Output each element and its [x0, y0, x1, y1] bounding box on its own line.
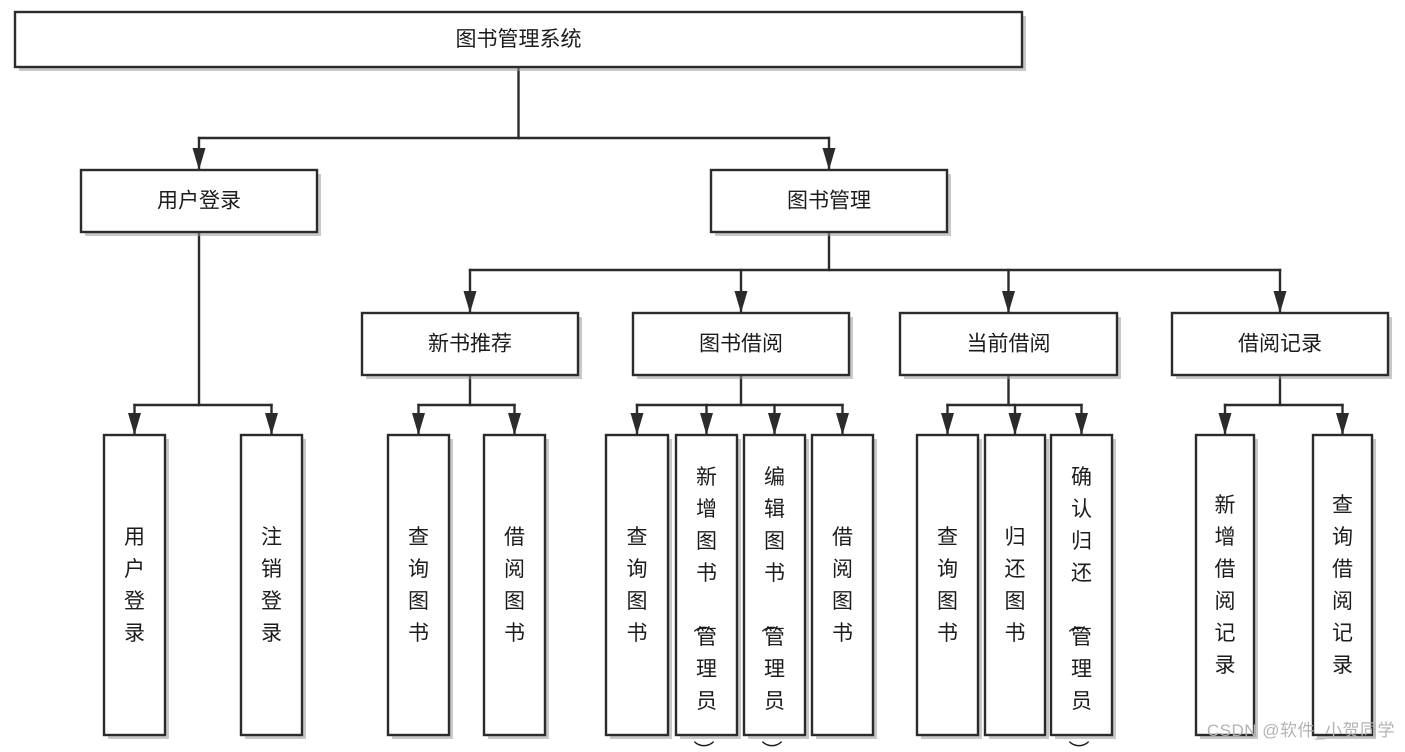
new-book-recommend-label: 新书推荐: [428, 333, 512, 356]
book-borrow-label: 图书借阅: [699, 333, 783, 356]
arrow-leaf-query-book-3-icon: [941, 413, 954, 435]
book-manage-box: [709, 168, 949, 234]
arrow-new-book-recommend-icon: [463, 291, 477, 313]
leaf-edit-book-box: [742, 433, 807, 737]
leaf-borrow-book-2-box: [810, 433, 875, 737]
leaf-query-record-box: [1311, 433, 1374, 737]
leaf-user-login-label: 用户登录: [124, 526, 145, 645]
leaf-borrow-book-2-label: 借阅图书: [832, 526, 853, 645]
borrow-record-box: [1170, 311, 1390, 377]
leaf-confirm-return-label: 确认归还（管理员）: [1066, 466, 1092, 747]
root-node-label: 图书管理系统: [456, 28, 582, 51]
arrow-leaf-query-book-2-icon: [630, 413, 644, 435]
arrow-leaf-add-record-icon: [1218, 413, 1232, 435]
arrow-book-borrow-icon: [734, 291, 748, 313]
leaf-return-book-box: [983, 433, 1047, 737]
leaf-logout-login-box: [239, 433, 304, 737]
leaf-query-book-1-box: [386, 433, 451, 737]
leaf-borrow-book-1-box: [482, 433, 547, 737]
arrow-leaf-add-book-icon: [700, 413, 713, 435]
borrow-record-label: 借阅记录: [1238, 333, 1322, 356]
leaf-confirm-return-box: [1049, 433, 1114, 737]
current-borrow-label: 当前借阅: [967, 333, 1051, 356]
leaf-query-book-1-label: 查询图书: [408, 526, 429, 645]
arrow-leaf-return-book-icon: [1008, 413, 1022, 435]
leaf-add-record-box: [1194, 433, 1256, 737]
leaf-add-record-label: 新增借阅记录: [1215, 494, 1236, 677]
arrow-book-manage-icon: [822, 148, 836, 170]
user-login-box: [79, 168, 319, 234]
leaf-user-login-box: [102, 433, 167, 737]
arrow-current-borrow-icon: [1002, 291, 1015, 313]
leaf-query-record-label: 查询借阅记录: [1332, 494, 1353, 677]
node-layer: 图书管理系统用户登录图书管理新书推荐图书借阅当前借阅借阅记录用户登录注销登录查询…: [13, 10, 1392, 752]
leaf-add-book-label: 新增图书（管理员）: [691, 466, 717, 747]
leaf-add-book-box: [674, 433, 739, 737]
arrow-leaf-borrow-book-2-icon: [836, 413, 849, 435]
current-borrow-box: [898, 311, 1119, 377]
leaf-return-book-label: 归还图书: [1005, 526, 1026, 645]
arrow-leaf-query-book-1-icon: [412, 413, 425, 435]
arrow-leaf-query-record-icon: [1336, 413, 1349, 435]
leaf-query-book-2-label: 查询图书: [627, 526, 648, 645]
arrow-leaf-user-login-icon: [128, 413, 141, 435]
arrow-borrow-record-icon: [1273, 291, 1287, 313]
leaf-query-book-2-box: [604, 433, 670, 737]
connector-layer: [128, 65, 1349, 435]
arrow-leaf-borrow-book-1-icon: [508, 413, 521, 435]
leaf-query-book-3-box: [915, 433, 980, 737]
root-node-box: [13, 10, 1024, 69]
new-book-recommend-box: [360, 311, 580, 377]
arrow-leaf-edit-book-icon: [768, 413, 781, 435]
csdn-watermark: CSDN @软件_小贺同学: [1206, 721, 1395, 740]
leaf-logout-login-label: 注销登录: [261, 526, 282, 645]
arrow-user-login-icon: [192, 148, 206, 170]
user-login-label: 用户登录: [157, 190, 241, 213]
leaf-borrow-book-1-label: 借阅图书: [504, 526, 525, 645]
arrow-leaf-confirm-return-icon: [1075, 413, 1088, 435]
leaf-query-book-3-label: 查询图书: [937, 526, 958, 645]
book-manage-label: 图书管理: [787, 190, 871, 213]
arrow-leaf-logout-login-icon: [265, 413, 278, 435]
book-borrow-box: [631, 311, 851, 377]
leaf-edit-book-label: 编辑图书（管理员）: [759, 466, 785, 747]
